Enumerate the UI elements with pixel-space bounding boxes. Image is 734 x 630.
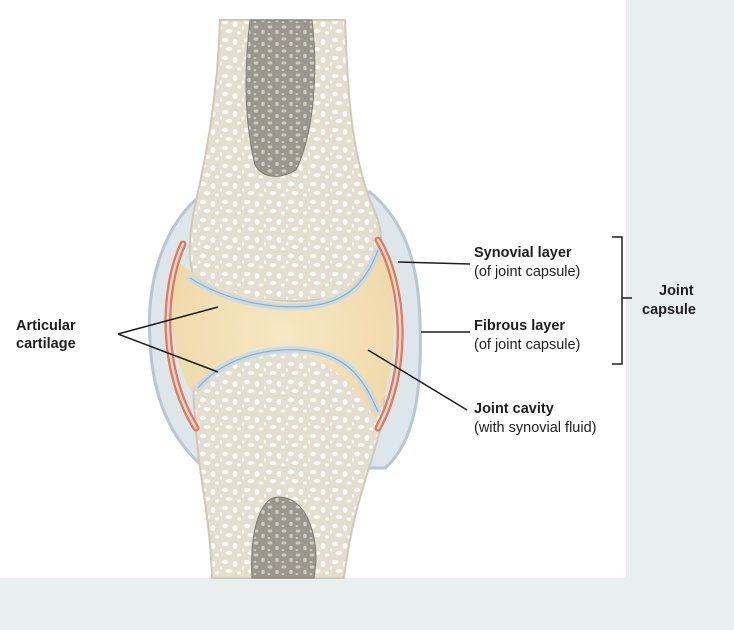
articular-cartilage-label-line2: cartilage	[16, 336, 76, 353]
capsule-bracket	[612, 237, 632, 364]
joint-capsule-label-line1: Joint	[659, 283, 694, 300]
joint-cavity-note: (with synovial fluid)	[474, 420, 597, 437]
fibrous-layer-note: (of joint capsule)	[474, 337, 580, 354]
synovial-layer-label: Synovial layer	[474, 245, 572, 262]
articular-cartilage-label-line1: Articular	[16, 318, 76, 335]
joint-cavity-label: Joint cavity	[474, 401, 554, 418]
synovial-layer-note: (of joint capsule)	[474, 264, 580, 281]
fibrous-layer-label: Fibrous layer	[474, 318, 565, 335]
joint-capsule-label-line2: capsule	[642, 302, 696, 319]
